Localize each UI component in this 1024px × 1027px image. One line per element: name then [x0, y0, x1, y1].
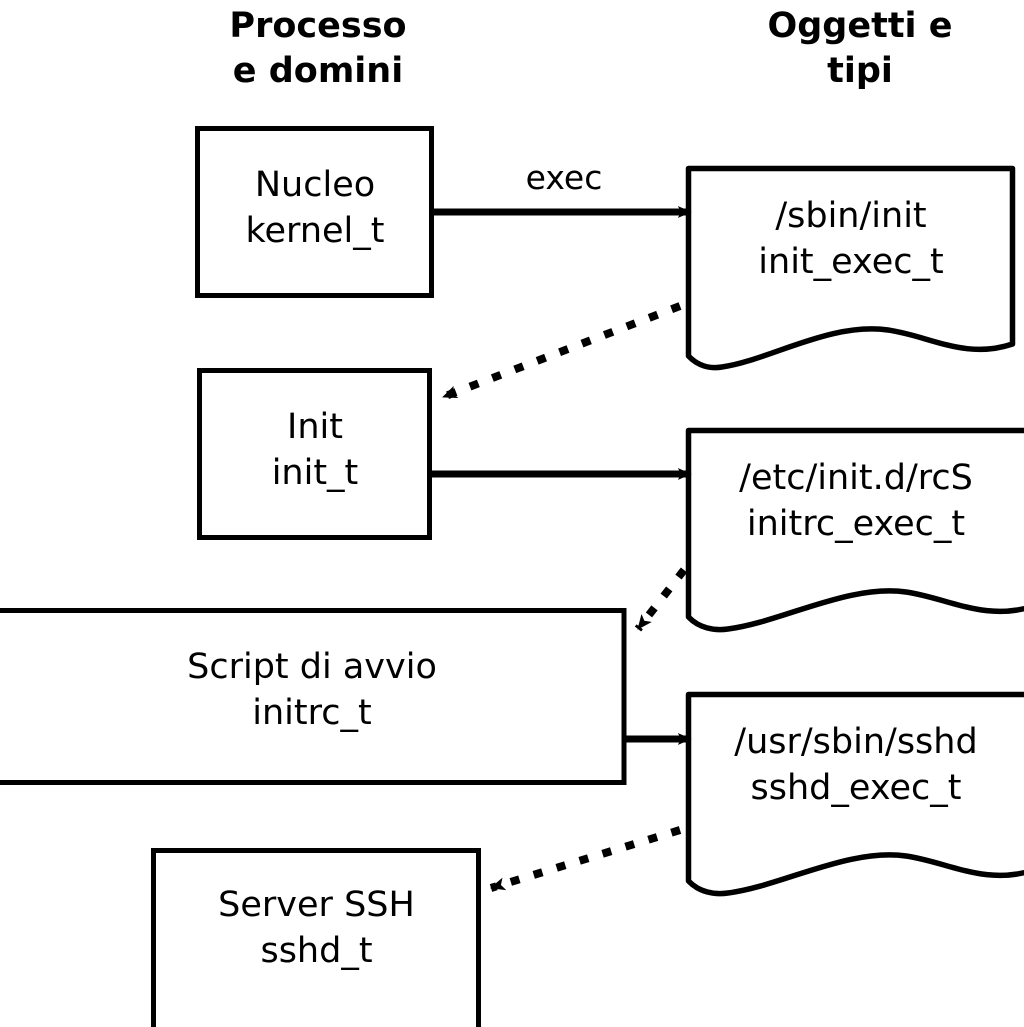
dotted-arrow-sshd-exec-to-sshd	[489, 826, 682, 892]
object-doc-initrc-exec[interactable]	[685, 427, 1024, 633]
process-box-init[interactable]	[197, 368, 432, 540]
dotted-arrow-initrc-exec-to-initrc	[634, 567, 688, 632]
process-box-initrc[interactable]	[0, 608, 627, 785]
object-doc-init-exec[interactable]	[685, 165, 1016, 371]
dotted-arrow-init-exec-to-init	[441, 302, 682, 401]
process-box-sshd[interactable]	[151, 848, 481, 1027]
column-header-processes: Processo e domini	[229, 6, 407, 91]
edge-label-exec: exec	[525, 158, 603, 197]
process-box-kernel[interactable]	[195, 126, 434, 298]
object-doc-sshd-exec[interactable]	[685, 691, 1024, 897]
column-header-objects: Oggetti e tipi	[767, 6, 953, 91]
